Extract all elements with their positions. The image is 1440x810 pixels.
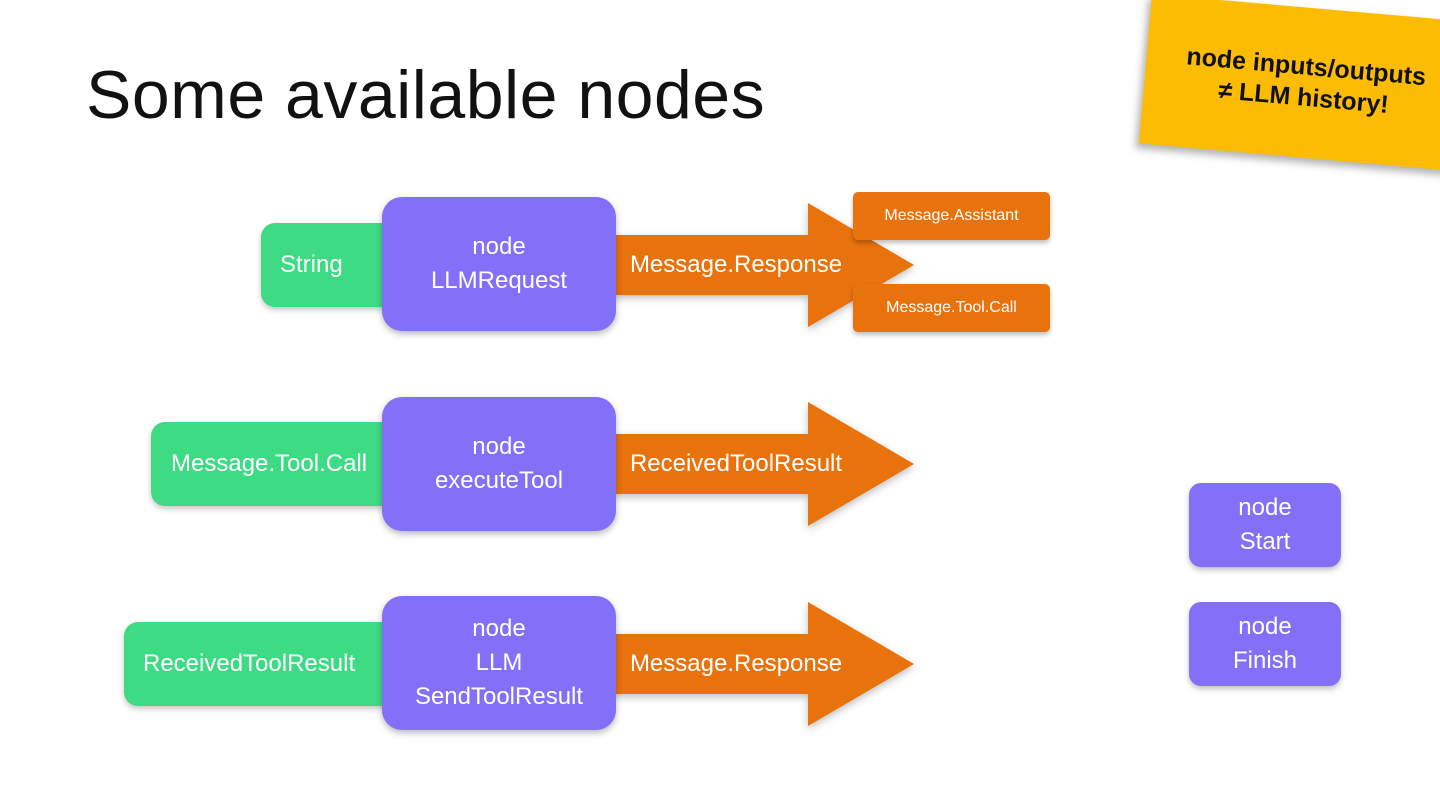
node-label: node <box>1238 613 1292 640</box>
node-row-llm-send-tool-result: ReceivedToolResult node LLM SendToolResu… <box>0 593 1440 753</box>
output-type-label: Message.Response <box>629 650 843 677</box>
node-box: node executeTool <box>382 397 616 531</box>
message-variant-box: Message.Assistant <box>853 192 1050 240</box>
node-label: node <box>472 433 526 460</box>
node-label: LLM <box>475 649 523 676</box>
node-label: executeTool <box>434 467 564 494</box>
output-arrow: Message.Response <box>610 602 916 726</box>
output-type-label: Message.Response <box>629 251 843 278</box>
start-node-box: node Start <box>1189 483 1341 567</box>
output-arrow: ReceivedToolResult <box>610 402 916 526</box>
input-type-box: ReceivedToolResult <box>124 622 411 706</box>
output-type-label: ReceivedToolResult <box>629 450 843 477</box>
node-label: LLMRequest <box>430 267 568 294</box>
node-row-llm-request: String node LLMRequest Message.Response … <box>0 192 1440 353</box>
sticky-note: node inputs/outputs ≠ LLM history! <box>1138 0 1440 172</box>
node-label: SendToolResult <box>414 683 584 710</box>
node-box: node LLMRequest <box>382 197 616 331</box>
node-label: Start <box>1239 528 1291 555</box>
node-row-execute-tool: Message.Tool.Call node executeTool Recei… <box>0 393 1440 553</box>
input-type-box: Message.Tool.Call <box>151 422 411 506</box>
node-label: node <box>472 233 526 260</box>
node-box: node LLM SendToolResult <box>382 596 616 730</box>
node-label: node <box>1238 494 1292 521</box>
message-variant-box: Message.Tool.Call <box>853 284 1050 332</box>
finish-node-box: node Finish <box>1189 602 1341 686</box>
output-arrow: Message.Response <box>610 203 916 327</box>
slide-title: Some available nodes <box>86 57 766 133</box>
node-label: Finish <box>1232 647 1298 674</box>
node-label: node <box>472 615 526 642</box>
